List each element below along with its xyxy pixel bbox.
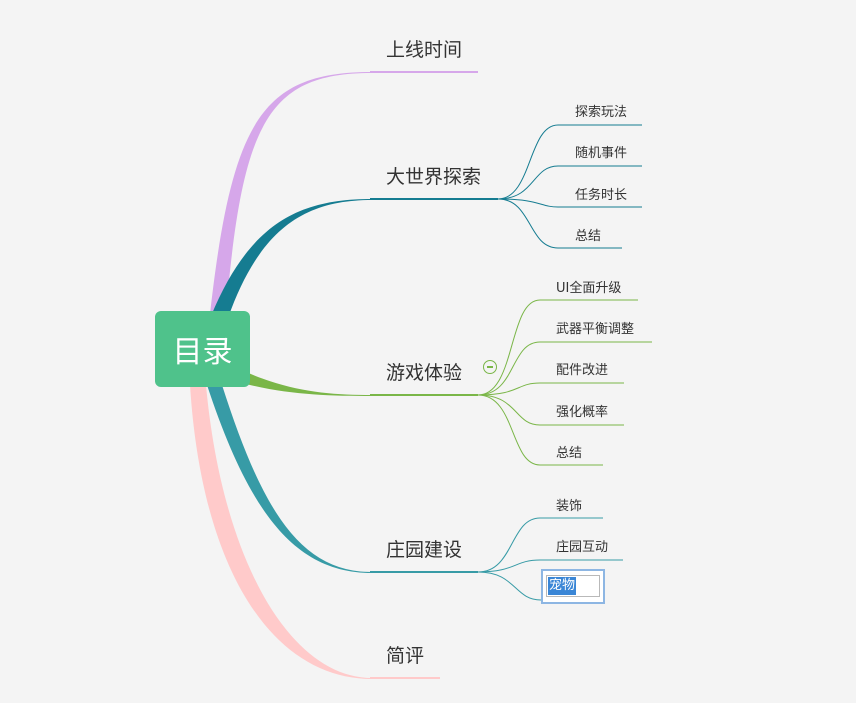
subtopic-game-experience-1[interactable]: UI全面升级 <box>556 281 622 296</box>
branch-connector-manor <box>207 385 372 573</box>
subtopic-game-experience-4[interactable]: 强化概率 <box>556 405 609 420</box>
branch-connector-world-explore <box>211 199 372 318</box>
game-experience-children-connectors <box>477 299 652 466</box>
topic-launch-time[interactable]: 上线时间 <box>386 39 463 61</box>
root-node[interactable]: 目录 <box>155 311 250 387</box>
manor-children-connectors <box>477 517 623 601</box>
subtopic-edit-box[interactable]: 宠物 <box>541 569 605 604</box>
world-explore-children-connectors <box>497 124 642 249</box>
subtopic-game-experience-2[interactable]: 武器平衡调整 <box>556 322 635 337</box>
topic-manor[interactable]: 庄园建设 <box>386 539 463 561</box>
subtopic-manor-1[interactable]: 装饰 <box>556 499 583 514</box>
topic-game-experience[interactable]: 游戏体验 <box>386 362 463 384</box>
subtopic-world-explore-4[interactable]: 总结 <box>575 229 602 244</box>
topic-review[interactable]: 简评 <box>386 645 425 667</box>
subtopic-manor-2[interactable]: 庄园互动 <box>556 540 609 555</box>
topic-world-explore[interactable]: 大世界探索 <box>386 166 482 188</box>
subtopic-game-experience-3[interactable]: 配件改进 <box>556 363 609 378</box>
subtopic-world-explore-1[interactable]: 探索玩法 <box>575 105 628 120</box>
subtopic-world-explore-2[interactable]: 随机事件 <box>575 146 628 161</box>
subtopic-edit-selected-text[interactable]: 宠物 <box>548 577 577 595</box>
subtopic-world-explore-3[interactable]: 任务时长 <box>575 188 628 203</box>
root-node-label: 目录 <box>172 335 233 370</box>
subtopic-edit-input[interactable]: 宠物 <box>546 575 600 597</box>
branch-connector-game-experience <box>246 372 372 396</box>
subtopic-game-experience-5[interactable]: 总结 <box>556 446 583 461</box>
branch-connector-review <box>190 385 372 679</box>
collapse-toggle-icon[interactable] <box>483 360 497 374</box>
